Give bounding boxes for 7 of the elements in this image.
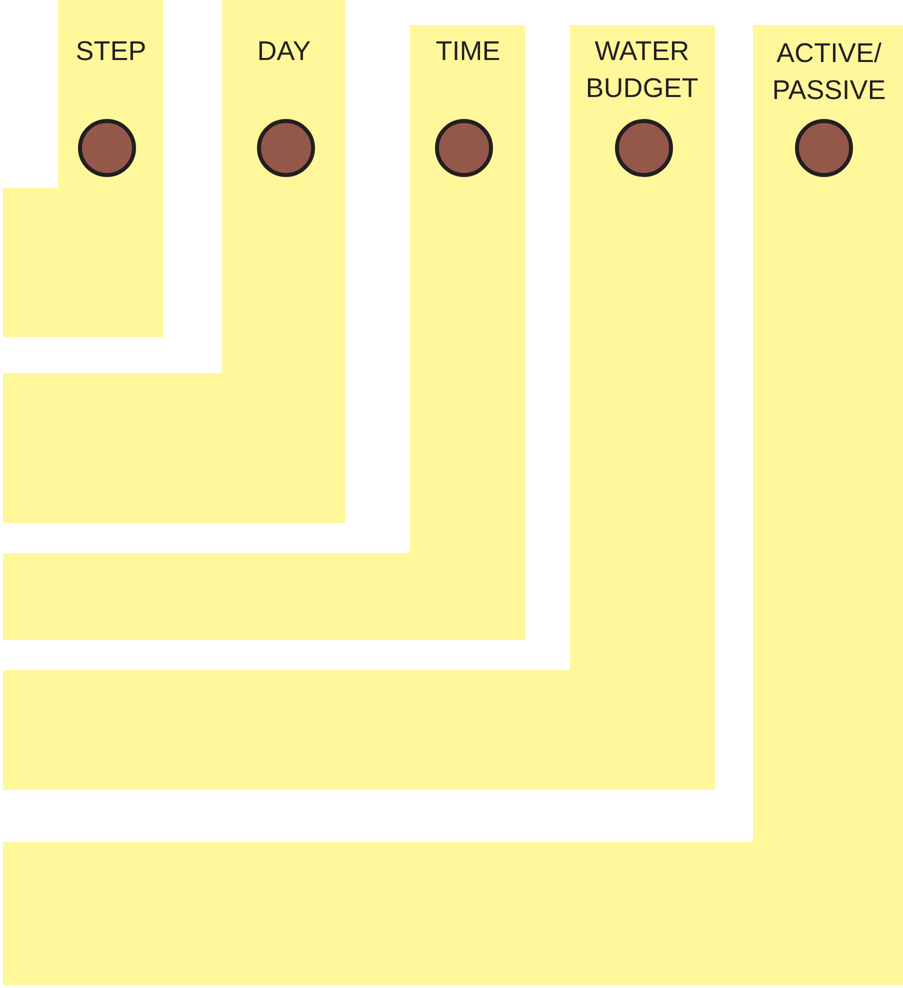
l-shaped-band	[3, 0, 345, 523]
band-label: DAY	[256, 35, 312, 68]
band-label: ACTIVE/ PASSIVE	[771, 37, 887, 107]
l-shaped-band	[3, 0, 163, 337]
band-label: WATER BUDGET	[584, 35, 700, 105]
band-label: TIME	[434, 35, 502, 68]
band-label: STEP	[74, 35, 148, 68]
